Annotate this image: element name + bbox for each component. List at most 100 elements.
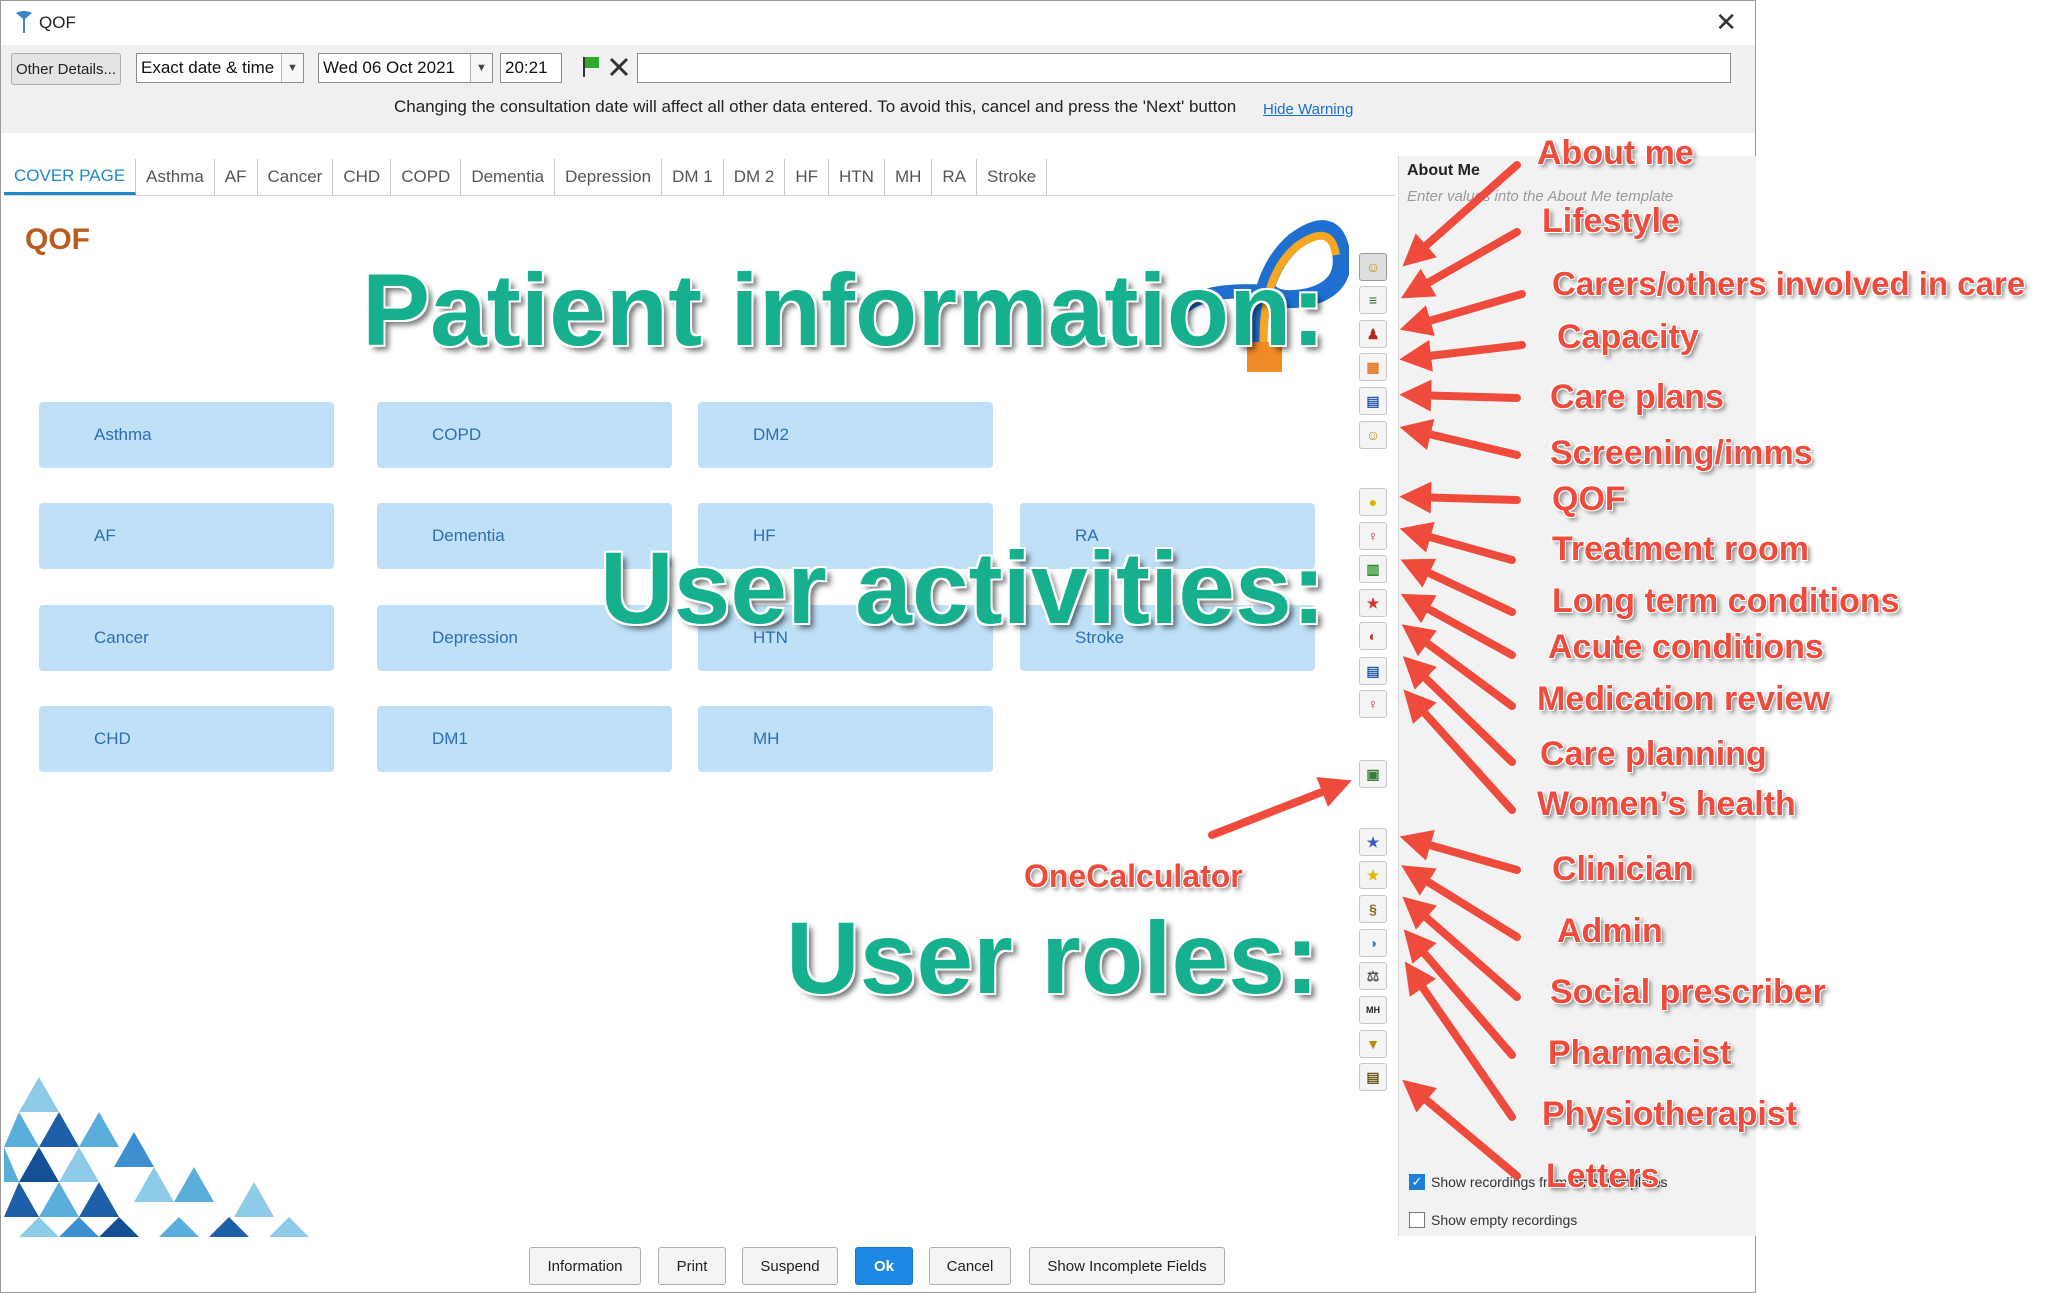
- date-change-warning: Changing the consultation date will affe…: [394, 97, 1237, 116]
- show-empty-option[interactable]: Show empty recordings: [1409, 1212, 1577, 1228]
- tile-dementia[interactable]: Dementia: [377, 503, 672, 569]
- tab-asthma[interactable]: Asthma: [136, 159, 215, 195]
- show-empty-checkbox[interactable]: [1409, 1212, 1425, 1228]
- tile-stroke[interactable]: Stroke: [1020, 605, 1315, 671]
- care-planning-glyph: ▤: [1366, 662, 1380, 679]
- tile-af[interactable]: AF: [39, 503, 334, 569]
- carers-icon[interactable]: ♟: [1359, 320, 1387, 348]
- annotation-label: Pharmacist: [1548, 1034, 1732, 1072]
- pharmacist-icon[interactable]: ◑: [1359, 929, 1387, 957]
- annotation-label: Treatment room: [1552, 530, 1809, 568]
- qof-icon[interactable]: ●: [1359, 488, 1387, 516]
- letters-icon[interactable]: ▤: [1359, 1063, 1387, 1091]
- letters-glyph: ▤: [1366, 1068, 1380, 1085]
- screening-icon[interactable]: ☺: [1359, 421, 1387, 449]
- page-title: QOF: [25, 223, 90, 256]
- annotation-label: Care planning: [1540, 735, 1767, 773]
- tab-stroke[interactable]: Stroke: [977, 159, 1048, 195]
- annotation-label: About me: [1537, 134, 1694, 172]
- show-recordings-checkbox[interactable]: ✓: [1409, 1174, 1425, 1190]
- tab-mh[interactable]: MH: [885, 159, 933, 195]
- clear-date-icon[interactable]: [608, 56, 630, 78]
- care-plans-icon[interactable]: ▤: [1359, 387, 1387, 415]
- time-value: 20:21: [505, 58, 548, 77]
- annotation-label: Acute conditions: [1548, 628, 1824, 666]
- mh-icon[interactable]: MH: [1359, 996, 1387, 1024]
- social-prescriber-icon[interactable]: §: [1359, 895, 1387, 923]
- lifestyle-glyph: ≡: [1368, 292, 1378, 308]
- tab-chd[interactable]: CHD: [333, 159, 392, 195]
- information-button[interactable]: Information: [529, 1247, 641, 1285]
- consultation-toolbar: Other Details... Exact date & time ▼ Wed…: [1, 45, 1755, 133]
- tile-chd[interactable]: CHD: [39, 706, 334, 772]
- about-me-icon[interactable]: ☺: [1359, 253, 1387, 281]
- physiotherapist-icon[interactable]: ⚖: [1359, 962, 1387, 990]
- onecalculator-icon[interactable]: ▣: [1359, 760, 1387, 788]
- date-value: Wed 06 Oct 2021: [323, 58, 455, 77]
- annotation-label: Screening/imms: [1550, 434, 1813, 472]
- tile-htn[interactable]: HTN: [698, 605, 993, 671]
- womens-health-icon[interactable]: ♀: [1359, 690, 1387, 718]
- window-title: QOF: [39, 13, 76, 32]
- consultation-notes-input[interactable]: [637, 53, 1731, 83]
- tile-mh[interactable]: MH: [698, 706, 993, 772]
- treatment-room-glyph: ♀: [1367, 528, 1379, 544]
- date-picker[interactable]: Wed 06 Oct 2021 ▼: [318, 53, 493, 83]
- hide-warning-link[interactable]: Hide Warning: [1263, 101, 1354, 118]
- tile-cancer[interactable]: Cancer: [39, 605, 334, 671]
- tab-hf[interactable]: HF: [785, 159, 829, 195]
- cancel-button[interactable]: Cancel: [929, 1247, 1011, 1285]
- tab-cancer[interactable]: Cancer: [258, 159, 334, 195]
- print-button[interactable]: Print: [658, 1247, 726, 1285]
- tab-af[interactable]: AF: [215, 159, 258, 195]
- medication-review-icon[interactable]: ◐: [1359, 622, 1387, 650]
- tab-copd[interactable]: COPD: [391, 159, 462, 195]
- suspend-button[interactable]: Suspend: [742, 1247, 838, 1285]
- tab-ra[interactable]: RA: [932, 159, 978, 195]
- close-window-button[interactable]: ✕: [1715, 7, 1737, 37]
- date-mode-select[interactable]: Exact date & time ▼: [136, 53, 304, 83]
- clinician-glyph: ★: [1366, 833, 1380, 850]
- tile-depression[interactable]: Depression: [377, 605, 672, 671]
- chevron-down-icon[interactable]: ▼: [470, 54, 492, 82]
- care-planning-icon[interactable]: ▤: [1359, 657, 1387, 685]
- ok-button[interactable]: Ok: [855, 1247, 913, 1285]
- annotation-label: Social prescriber: [1550, 973, 1826, 1011]
- date-mode-value: Exact date & time: [141, 58, 275, 77]
- letters-tool-icon[interactable]: ▼: [1359, 1030, 1387, 1058]
- other-details-button[interactable]: Other Details...: [11, 53, 121, 85]
- annotation-label: Physiotherapist: [1542, 1095, 1798, 1133]
- tab-dm-2[interactable]: DM 2: [724, 159, 786, 195]
- tab-cover-page[interactable]: COVER PAGE: [4, 159, 137, 195]
- long-term-conditions-icon[interactable]: ▥: [1359, 555, 1387, 583]
- tab-depression[interactable]: Depression: [555, 159, 663, 195]
- tile-dm1[interactable]: DM1: [377, 706, 672, 772]
- treatment-room-icon[interactable]: ♀: [1359, 522, 1387, 550]
- user-roles-heading: User roles:: [786, 901, 1319, 1015]
- time-field[interactable]: 20:21: [500, 53, 562, 83]
- annotation-label: Long term conditions: [1552, 582, 1900, 620]
- capacity-icon[interactable]: ▦: [1359, 353, 1387, 381]
- acute-conditions-icon[interactable]: ★: [1359, 589, 1387, 617]
- tile-ra[interactable]: RA: [1020, 503, 1315, 569]
- annotation-label: Care plans: [1550, 378, 1724, 416]
- tile-dm2[interactable]: DM2: [698, 402, 993, 468]
- tab-dm-1[interactable]: DM 1: [662, 159, 724, 195]
- lifestyle-icon[interactable]: ≡: [1359, 286, 1387, 314]
- show-incomplete-fields-button[interactable]: Show Incomplete Fields: [1029, 1247, 1225, 1285]
- admin-icon[interactable]: ★: [1359, 861, 1387, 889]
- panel-title: About Me: [1407, 162, 1480, 179]
- carers-glyph: ♟: [1366, 325, 1380, 342]
- tab-htn[interactable]: HTN: [829, 159, 885, 195]
- chevron-down-icon[interactable]: ▼: [281, 54, 303, 82]
- tile-asthma[interactable]: Asthma: [39, 402, 334, 468]
- tile-hf[interactable]: HF: [698, 503, 993, 569]
- annotation-label: Letters: [1546, 1157, 1660, 1195]
- green-flag-icon[interactable]: [581, 55, 601, 79]
- tab-dementia[interactable]: Dementia: [461, 159, 556, 195]
- clinician-icon[interactable]: ★: [1359, 828, 1387, 856]
- tile-copd[interactable]: COPD: [377, 402, 672, 468]
- onecalculator-glyph: ▣: [1366, 765, 1380, 782]
